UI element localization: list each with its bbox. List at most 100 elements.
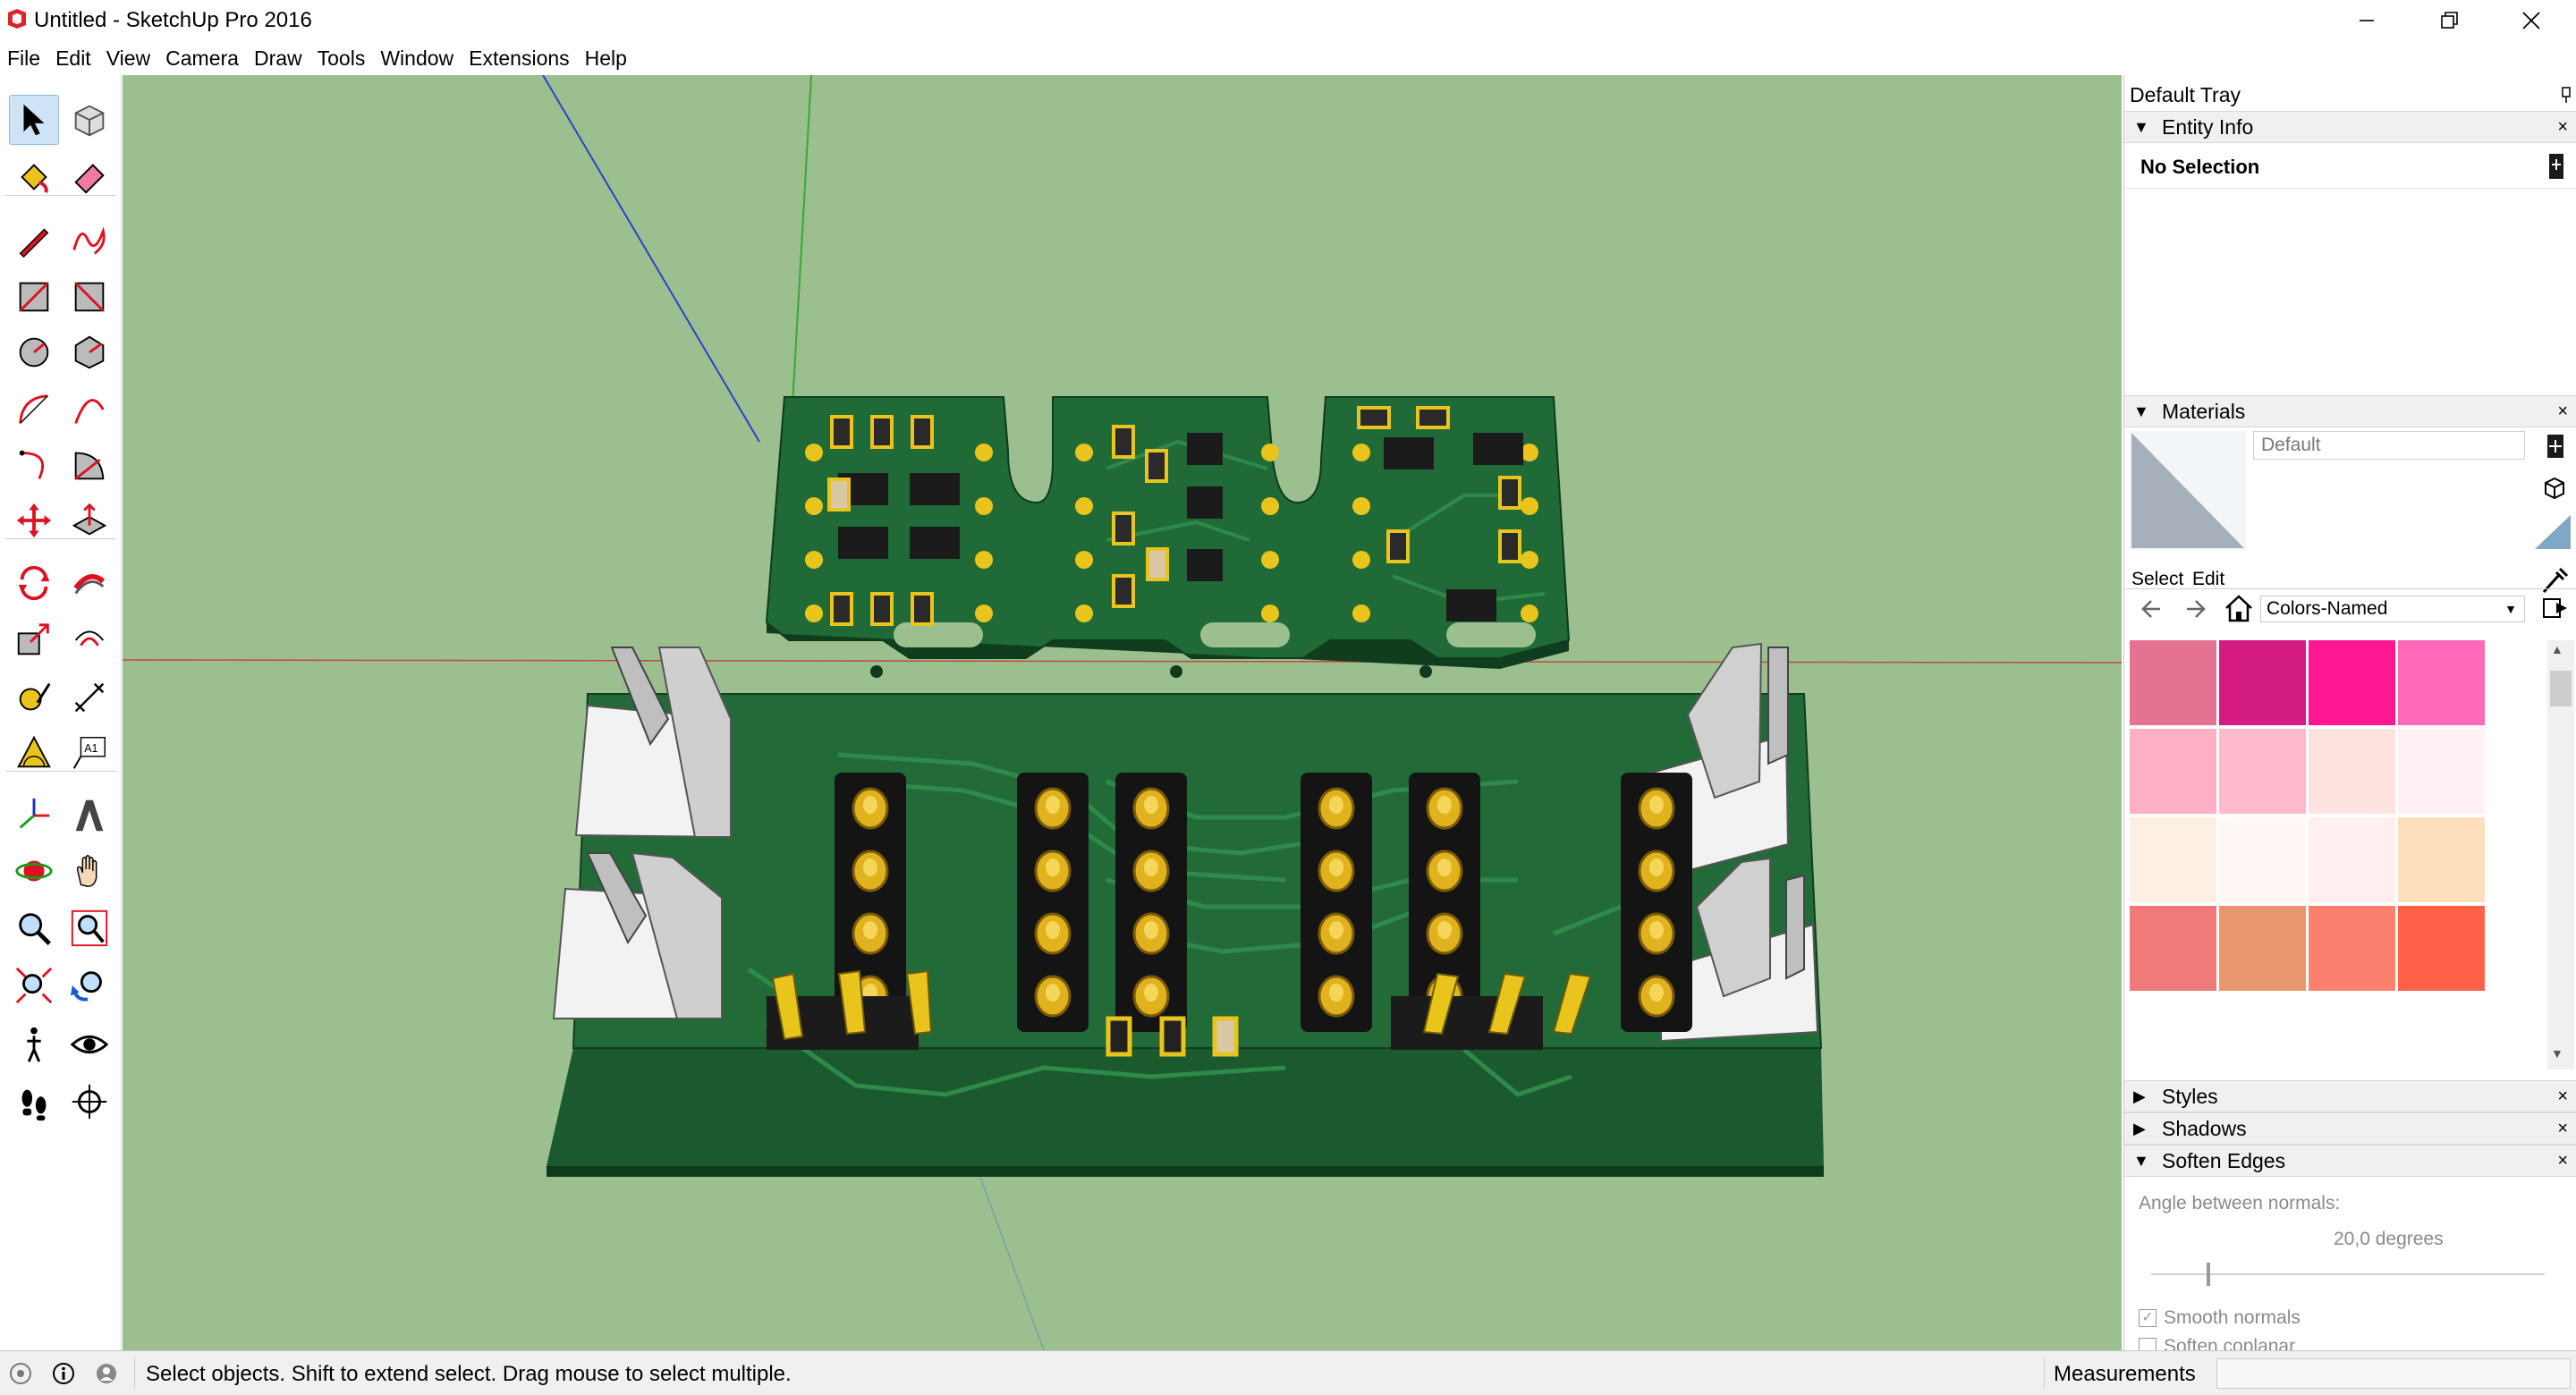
move-tool-button[interactable] bbox=[9, 495, 59, 545]
freehand-tool-button[interactable] bbox=[64, 215, 114, 265]
polygon-tool-button[interactable] bbox=[64, 327, 114, 377]
push-pull-tool-button[interactable] bbox=[64, 495, 114, 545]
previous-view-tool-button[interactable] bbox=[64, 960, 114, 1010]
swatch-scrollbar[interactable]: ▲ ▼ bbox=[2547, 640, 2574, 1070]
material-swatch[interactable] bbox=[2219, 640, 2306, 725]
styles-header[interactable]: ▶ Styles × bbox=[2124, 1080, 2576, 1112]
restore-button[interactable] bbox=[2404, 0, 2494, 41]
close-button[interactable] bbox=[2487, 0, 2576, 41]
material-cube-icon[interactable] bbox=[2540, 474, 2567, 501]
paint-bucket-tool-button[interactable] bbox=[9, 152, 59, 202]
footsteps-tool-button[interactable] bbox=[9, 1077, 59, 1127]
rotated-rectangle-tool-button[interactable] bbox=[64, 272, 114, 322]
look-around-eye-tool-button[interactable] bbox=[64, 1019, 114, 1070]
measurements-input[interactable] bbox=[2216, 1358, 2571, 1389]
pin-icon[interactable] bbox=[2560, 86, 2572, 104]
close-panel-icon[interactable]: × bbox=[2557, 1119, 2568, 1138]
info-icon[interactable] bbox=[52, 1362, 75, 1385]
tape-measure-tool-button[interactable] bbox=[9, 672, 59, 723]
create-material-icon[interactable] bbox=[2546, 433, 2565, 460]
material-swatch[interactable] bbox=[2130, 640, 2216, 725]
menu-view[interactable]: View bbox=[106, 46, 151, 70]
material-swatch[interactable] bbox=[2219, 729, 2306, 814]
top-daughter-pcb[interactable] bbox=[765, 396, 1571, 678]
material-swatch[interactable] bbox=[2309, 640, 2395, 725]
shadows-header[interactable]: ▶ Shadows × bbox=[2124, 1112, 2576, 1145]
pencil-line-tool-button[interactable] bbox=[9, 215, 59, 265]
material-name-field[interactable]: Default bbox=[2253, 431, 2525, 460]
pan-hand-tool-button[interactable] bbox=[64, 846, 114, 896]
dimension-tool-button[interactable] bbox=[64, 672, 114, 723]
menu-edit[interactable]: Edit bbox=[55, 46, 91, 70]
close-panel-icon[interactable]: × bbox=[2557, 1151, 2568, 1171]
forward-arrow-icon[interactable] bbox=[2180, 594, 2210, 624]
tab-select[interactable]: Select bbox=[2131, 569, 2184, 589]
eraser-tool-button[interactable] bbox=[64, 152, 114, 202]
position-camera-tool-button[interactable] bbox=[64, 1077, 114, 1127]
pin-header-columns[interactable] bbox=[835, 773, 1692, 1032]
pie-tool-button[interactable] bbox=[64, 440, 114, 490]
menu-camera[interactable]: Camera bbox=[165, 46, 239, 70]
axes-tool-button[interactable] bbox=[9, 790, 59, 841]
material-swatch[interactable] bbox=[2219, 906, 2306, 991]
material-swatch[interactable] bbox=[2309, 729, 2395, 814]
toggle-details-icon[interactable] bbox=[2547, 152, 2565, 181]
text-label-tool-button[interactable]: A1 bbox=[64, 728, 114, 778]
base-smd-parts[interactable] bbox=[1106, 1016, 1239, 1057]
material-swatch[interactable] bbox=[2398, 729, 2485, 814]
jumper-headers[interactable] bbox=[767, 969, 1592, 1050]
materials-header[interactable]: ▼ Materials × bbox=[2124, 395, 2576, 427]
angle-slider-track[interactable] bbox=[2151, 1263, 2545, 1286]
user-account-icon[interactable] bbox=[95, 1362, 118, 1385]
arc-tool-button[interactable] bbox=[9, 385, 59, 435]
make-component-tool-button[interactable] bbox=[64, 95, 114, 145]
material-swatch[interactable] bbox=[2130, 906, 2216, 991]
close-panel-icon[interactable]: × bbox=[2557, 402, 2568, 421]
menu-window[interactable]: Window bbox=[380, 46, 454, 70]
material-swatch[interactable] bbox=[2130, 729, 2216, 814]
rectangle-tool-button[interactable] bbox=[9, 272, 59, 322]
sample-paint-icon[interactable] bbox=[2533, 513, 2572, 551]
details-arrow-icon[interactable] bbox=[2540, 594, 2569, 622]
material-swatch[interactable] bbox=[2309, 906, 2395, 991]
offset-tool-button[interactable] bbox=[64, 615, 114, 665]
rotate-tool-button[interactable] bbox=[9, 558, 59, 608]
material-library-dropdown[interactable]: Colors-Named ▼ bbox=[2260, 596, 2525, 622]
menu-draw[interactable]: Draw bbox=[253, 46, 302, 70]
zoom-window-tool-button[interactable] bbox=[64, 903, 114, 953]
menu-help[interactable]: Help bbox=[584, 46, 627, 70]
menu-extensions[interactable]: Extensions bbox=[469, 46, 570, 70]
material-swatch[interactable] bbox=[2130, 817, 2216, 902]
material-swatch[interactable] bbox=[2219, 817, 2306, 902]
zoom-tool-button[interactable] bbox=[9, 903, 59, 953]
tab-edit[interactable]: Edit bbox=[2192, 569, 2225, 589]
select-arrow-tool-button[interactable] bbox=[9, 95, 59, 145]
orbit-tool-button[interactable] bbox=[9, 846, 59, 896]
zoom-extents-tool-button[interactable] bbox=[9, 960, 59, 1010]
drawing-viewport[interactable] bbox=[123, 75, 2122, 1350]
chevron-up-icon[interactable]: ▲ bbox=[2551, 642, 2563, 656]
chevron-down-icon[interactable]: ▼ bbox=[2551, 1046, 2563, 1061]
minimize-button[interactable] bbox=[2322, 0, 2411, 41]
two-point-arc-tool-button[interactable] bbox=[64, 385, 114, 435]
angle-slider-thumb[interactable] bbox=[2207, 1263, 2210, 1286]
material-swatch[interactable] bbox=[2398, 640, 2485, 725]
menu-tools[interactable]: Tools bbox=[317, 46, 366, 70]
protractor-tool-button[interactable] bbox=[9, 728, 59, 778]
left-jst-connectors[interactable] bbox=[552, 647, 732, 1019]
material-swatch[interactable] bbox=[2309, 817, 2395, 902]
right-jst-connectors[interactable] bbox=[1651, 642, 1819, 1043]
eyedropper-icon[interactable] bbox=[2538, 565, 2569, 596]
scrollbar-thumb[interactable] bbox=[2550, 671, 2572, 706]
close-panel-icon[interactable]: × bbox=[2557, 1086, 2568, 1106]
smooth-normals-checkbox[interactable]: ✓ bbox=[2139, 1309, 2157, 1327]
home-icon[interactable] bbox=[2223, 592, 2255, 624]
soften-edges-header[interactable]: ▼ Soften Edges × bbox=[2124, 1145, 2576, 1177]
material-swatch[interactable] bbox=[2398, 817, 2485, 902]
back-arrow-icon[interactable] bbox=[2137, 594, 2167, 624]
geolocation-icon[interactable] bbox=[9, 1362, 32, 1385]
circle-tool-button[interactable] bbox=[9, 327, 59, 377]
entity-info-header[interactable]: ▼ Entity Info × bbox=[2124, 111, 2576, 143]
follow-me-tool-button[interactable] bbox=[64, 558, 114, 608]
menu-file[interactable]: File bbox=[7, 46, 41, 70]
